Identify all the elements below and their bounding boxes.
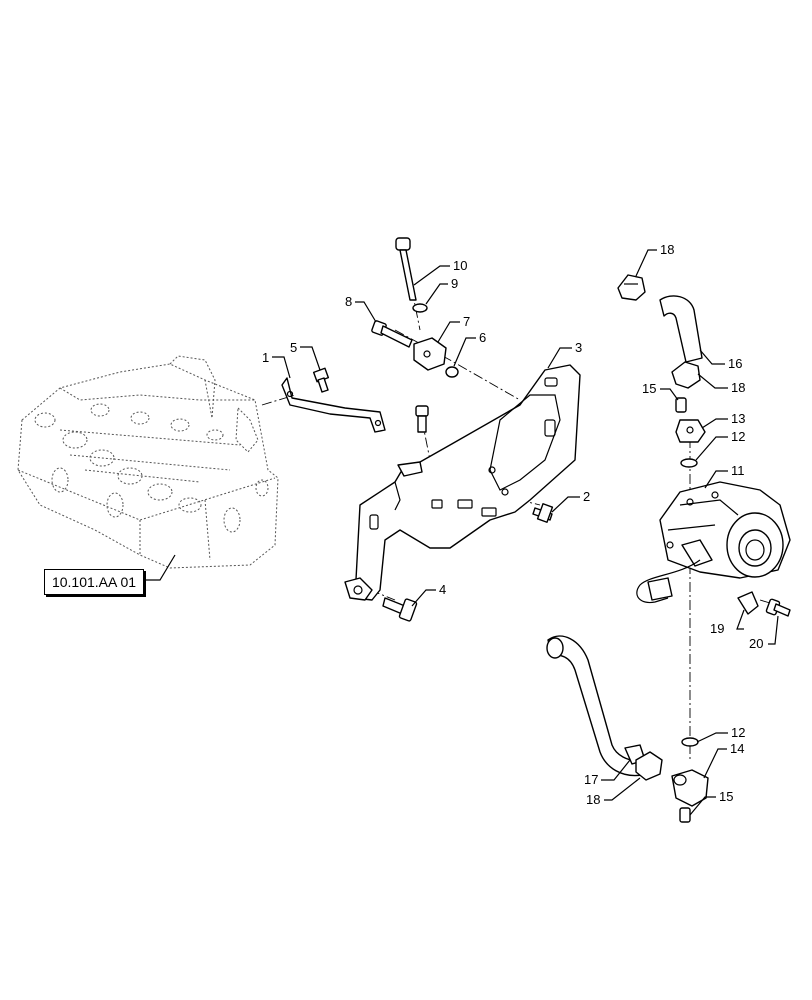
callout-6: 6 [479,330,486,345]
callout-18-bottom: 18 [586,792,600,807]
clamp-part-18-top [617,274,646,301]
callout-7: 7 [463,314,470,329]
bracket-part-1 [281,377,386,433]
callout-15-bottom: 15 [719,789,733,804]
callout-9: 9 [451,276,458,291]
hose-part-17 [546,635,646,777]
engine-block-ghost [17,355,279,569]
bolt-part-5 [312,367,330,393]
callout-15-top: 15 [642,381,656,396]
callout-4: 4 [439,582,446,597]
clip-part-19 [737,591,759,615]
o-ring-part-12-bottom [681,737,699,747]
bolt-part-2 [532,503,554,523]
callout-14: 14 [730,741,744,756]
reference-link-box[interactable]: 10.101.AA 01 [44,569,144,595]
bolt-part-4 [382,597,418,622]
callout-labels: 1 2 3 4 5 6 7 8 9 10 11 12 12 13 14 15 1… [262,242,763,807]
bolt-part-15-top [675,397,687,413]
callout-13: 13 [731,411,745,426]
pump-housing-part-11 [636,481,791,604]
hose-part-16 [659,295,703,363]
callout-10: 10 [453,258,467,273]
bolt-plate-top [415,405,429,433]
long-bolt-part-10 [395,237,417,301]
callout-12-top: 12 [731,429,745,444]
washer-part-6 [445,366,459,378]
o-ring-part-12-top [680,458,698,468]
callout-20: 20 [749,636,763,651]
bolt-part-15-bottom [679,807,691,823]
callout-16: 16 [728,356,742,371]
callout-5: 5 [290,340,297,355]
clamp-block-part-7 [413,337,447,371]
fitting-part-13 [675,419,706,443]
clamp-part-18-mid [671,361,701,389]
callout-8: 8 [345,294,352,309]
support-plate-part-3 [344,364,581,601]
elbow-part-14 [671,769,709,807]
callout-17: 17 [584,772,598,787]
callout-18-mid: 18 [731,380,745,395]
nut-part-9 [412,303,428,313]
callout-3: 3 [575,340,582,355]
callout-2: 2 [583,489,590,504]
bolt-part-20 [765,598,791,617]
callout-12-bottom: 12 [731,725,745,740]
clamp-part-18-bottom [635,751,663,781]
callout-19: 19 [710,621,724,636]
reference-leader [142,554,176,581]
bolt-part-8 [371,320,413,348]
callout-18-top: 18 [660,242,674,257]
callout-1: 1 [262,350,269,365]
callout-11: 11 [731,463,745,478]
callout-leaders [272,249,779,816]
